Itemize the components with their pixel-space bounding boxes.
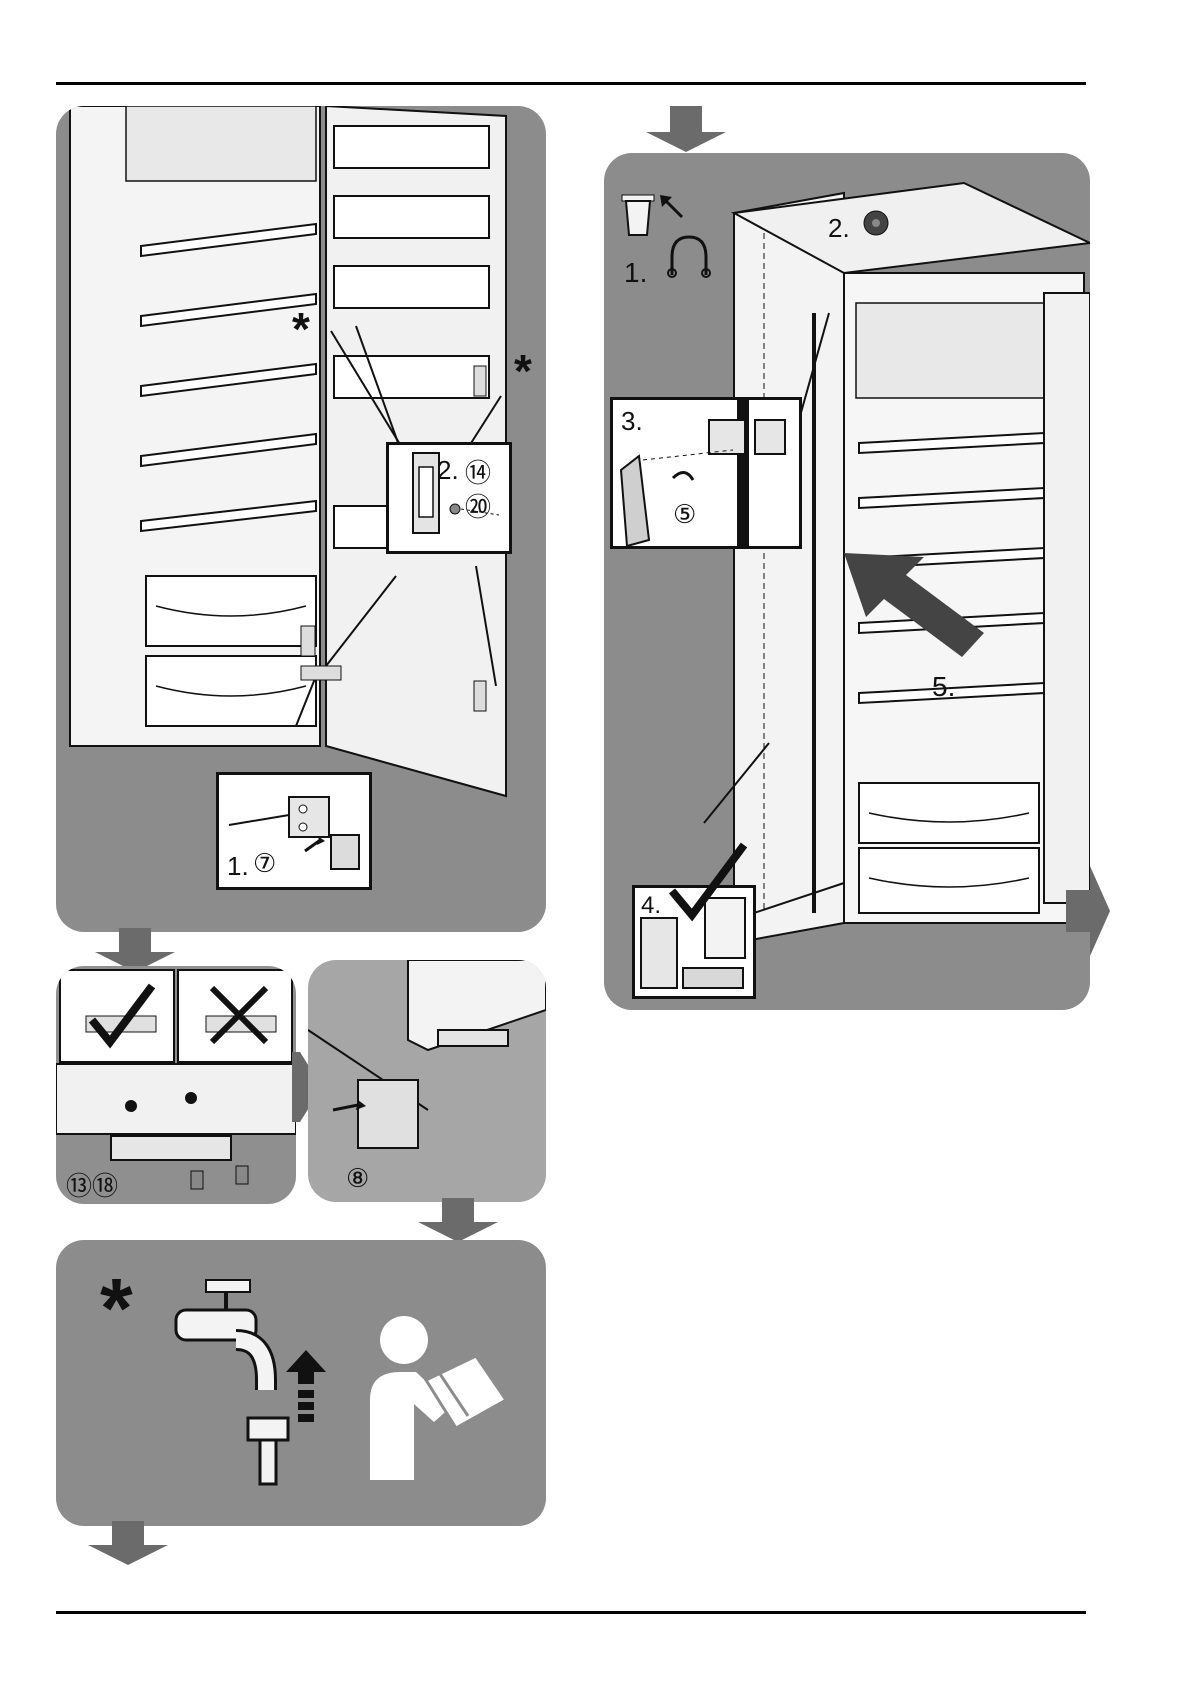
check-icon (86, 980, 156, 1050)
panel-bracket-mount: ⑬⑱ (56, 966, 296, 1204)
step-3-label: 3. (621, 406, 643, 437)
panel-cover-mount: ⑧ (308, 960, 546, 1202)
panel-hinge-mount: * * 2. ⑭ ⑳ 1. ⑦ (56, 106, 546, 932)
step-3-part: ⑤ (673, 500, 696, 530)
callout-screw-part-a: ⑭ (465, 453, 491, 490)
check-icon (668, 841, 748, 921)
callout-hinge-detail: 1. ⑦ (216, 772, 372, 890)
step-1-label: 1. (624, 257, 647, 289)
flow-arrow-down-icon (88, 1521, 168, 1565)
flow-arrow-right-icon (1066, 866, 1110, 956)
flow-arrow-down-icon (646, 106, 726, 152)
panel-water-connection: * (56, 1240, 546, 1526)
water-asterisk: * (100, 1260, 133, 1357)
callout-hinge-step: 1. (227, 851, 249, 882)
callout-step-3: 3. ⑤ (610, 397, 802, 549)
panel-install-into-niche: 1. 2. 3. ⑤ 5. 4. (604, 153, 1090, 1010)
arrow-to-bin-icon (658, 193, 686, 221)
cover-part-number: ⑧ (346, 1164, 369, 1194)
asterisk-marker-left: * (292, 302, 310, 356)
callout-screw-step: 2. (437, 455, 459, 486)
callout-screw-detail: 2. ⑭ ⑳ (386, 442, 512, 554)
push-arrow-icon (844, 553, 984, 663)
cross-icon (204, 980, 274, 1050)
read-manual-icon (356, 1310, 516, 1480)
tape-roll-icon (862, 209, 890, 237)
bottom-rule (56, 1611, 1086, 1614)
flow-arrow-down-icon (418, 1198, 498, 1242)
step-2-label: 2. (828, 213, 850, 244)
callout-screw-part-b: ⑳ (465, 487, 491, 524)
bracket-part-numbers: ⑬⑱ (66, 1166, 118, 1203)
connector-up-arrow-icon (286, 1350, 326, 1430)
step-4-label: 4. (641, 892, 661, 920)
asterisk-marker-right: * (514, 344, 532, 398)
lifting-handle-icon (664, 231, 714, 279)
top-rule (56, 82, 1086, 85)
callout-hinge-part: ⑦ (253, 849, 276, 879)
waste-bin-icon (620, 189, 656, 237)
cover-clip-illustration (308, 960, 546, 1202)
step-5-label: 5. (932, 671, 955, 703)
